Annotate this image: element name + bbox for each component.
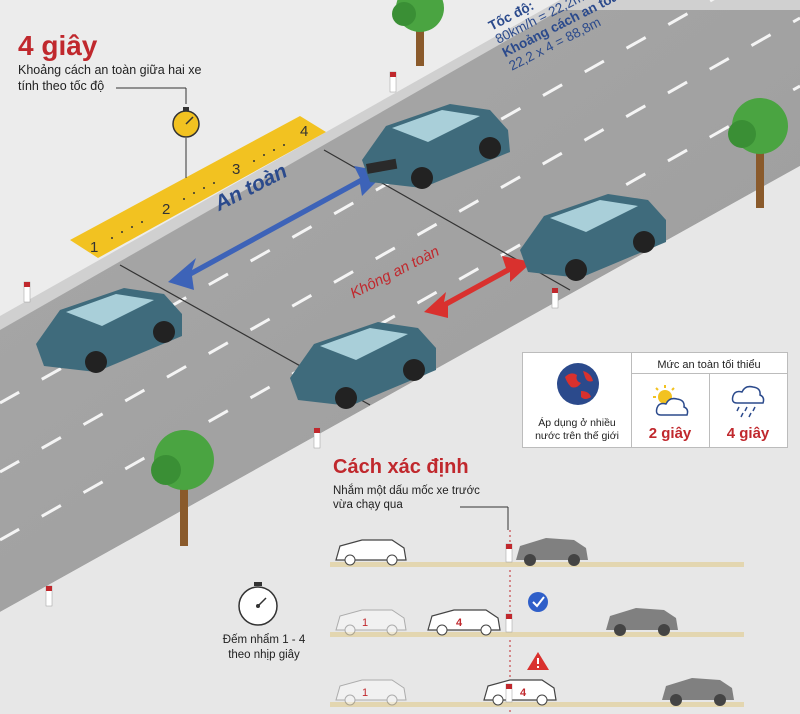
road-post-icon [23, 71, 559, 607]
car-rear-mid [290, 322, 436, 409]
row3-car-number: 4 [520, 687, 527, 699]
row2-car-number: 4 [456, 617, 463, 629]
method-line-1: Nhắm một dấu mốc xe trước [333, 485, 480, 497]
car-front-mid [520, 194, 666, 281]
stopwatch-icon [116, 87, 200, 178]
count-line-1: Đếm nhẩm 1 - 4 [222, 634, 306, 646]
stopwatch-icon [238, 582, 278, 626]
safe-arrow [168, 166, 386, 290]
ruler: 1 2 3 4 [70, 116, 326, 258]
car-lead [516, 538, 588, 566]
storm-cloud-icon [731, 385, 765, 418]
subtitle-line-2: tính theo tốc độ [18, 79, 105, 93]
row2-ghost-number: 1 [362, 617, 368, 629]
applies-line-1: Áp dụng ở nhiều [538, 417, 616, 429]
ruler-mark-4: 4 [300, 123, 308, 140]
count-line-2: theo nhịp giây [228, 649, 300, 661]
tree-icon [392, 0, 444, 66]
ruler-mark-2: 2 [162, 201, 170, 218]
ruler-mark-1: 1 [90, 239, 98, 256]
page-subtitle: Khoảng cách an toàn giữa hai xe tính the… [18, 62, 202, 94]
fair-weather-value: 2 giây [648, 425, 692, 442]
bad-weather-value: 4 giây [726, 425, 770, 442]
car-outline [335, 539, 407, 566]
count-instruction: Đếm nhẩm 1 - 4 theo nhịp giây [214, 633, 314, 663]
check-icon [528, 592, 548, 612]
unsafe-arrow [424, 256, 532, 318]
car-front-top [362, 104, 510, 189]
tree-icon [728, 98, 788, 208]
warning-icon [527, 652, 549, 670]
row3-ghost-number: 1 [362, 687, 368, 699]
applies-text: Áp dụng ở nhiều nước trên thế giới [523, 417, 631, 443]
ruler-mark-3: 3 [232, 161, 240, 178]
rule-box: Mức an toàn tối thiểu Áp dụng ở nhiều nư… [522, 352, 788, 448]
subtitle-line-1: Khoảng cách an toàn giữa hai xe [18, 63, 202, 77]
globe-icon [557, 363, 599, 405]
page-title: 4 giây [18, 30, 98, 61]
method-title: Cách xác định [333, 456, 469, 478]
sun-cloud-icon [653, 385, 689, 416]
tree-icon [151, 430, 214, 546]
rule-box-header: Mức an toàn tối thiểu [657, 359, 761, 371]
method-description: Nhắm một dấu mốc xe trước vừa chạy qua [333, 484, 480, 512]
applies-line-2: nước trên thế giới [535, 430, 619, 442]
method-line-2: vừa chạy qua [333, 499, 403, 511]
car-rear-left [36, 288, 182, 373]
method-diagram: 1 4 1 4 [238, 506, 744, 714]
